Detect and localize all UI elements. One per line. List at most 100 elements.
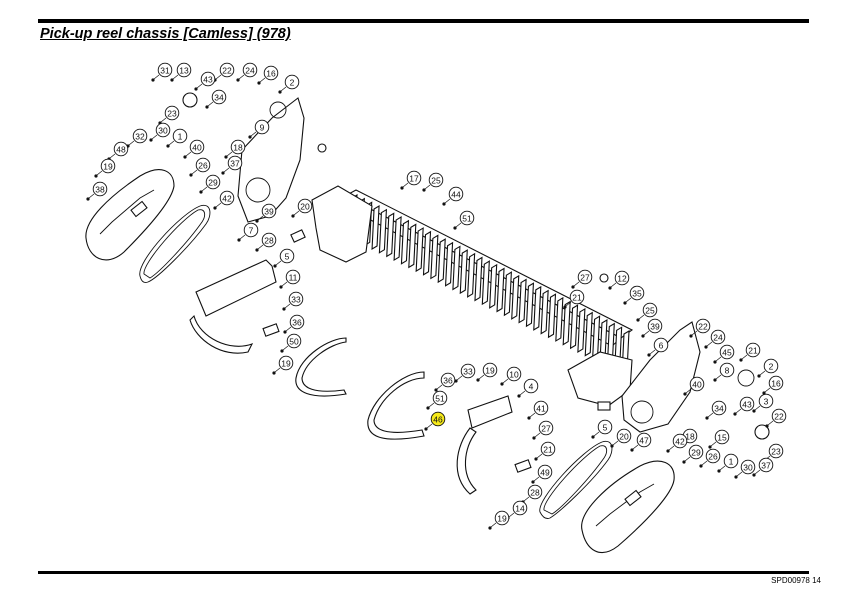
callout-circle [723,453,739,469]
callout: 25 [428,172,444,188]
leader-line [226,151,233,157]
fastener-dot [713,360,717,364]
callout-number: 44 [451,190,461,200]
leader-line [428,402,435,408]
fastener-dot [205,105,209,109]
fastener-dot [255,219,259,223]
fastener-dot [273,264,277,268]
callout-circle [647,318,663,334]
callout: 39 [261,203,277,219]
callout-number: 41 [536,404,546,414]
leader-line [719,465,726,471]
callout: 1 [723,453,739,469]
callout-circle [219,190,235,206]
callout-number: 26 [708,452,718,462]
left-shield-plate [189,259,277,354]
callout-number: 15 [717,433,727,443]
fastener-dot [424,427,428,431]
callout-circle [155,122,171,138]
callout: 13 [176,62,192,78]
callout-number: 5 [285,252,290,262]
callout-number: 34 [214,93,224,103]
callout: 51 [459,210,475,226]
callout-circle [705,448,721,464]
callout-circle [597,419,613,435]
leader-line [643,330,650,336]
fastener-dot [682,460,686,464]
leader-line [754,405,761,411]
cap-12 [599,273,609,283]
fastener-dot [194,87,198,91]
callout-circle [219,62,235,78]
leader-line [519,390,526,396]
callout-number: 33 [463,367,473,377]
reel-tine [393,216,402,262]
fastener-dot [272,371,276,375]
callout-number: 3 [764,397,769,407]
callout: 25 [642,302,658,318]
callout: 12 [614,270,630,286]
leader-line [185,151,192,157]
top-rule [38,19,809,23]
leader-line [710,441,717,447]
bottom-rule [38,571,809,574]
right-belt-guard [581,460,675,553]
callout-circle [577,269,593,285]
fastener-dot [666,449,670,453]
leader-lines [86,74,774,530]
callout: 21 [569,289,585,305]
callout-circle [494,510,510,526]
callout-circle [157,62,173,78]
leader-line [478,374,485,380]
callout: 36 [289,314,305,330]
leader-line [223,167,230,173]
callout-number: 20 [300,202,310,212]
callout: 22 [771,408,787,424]
leader-line [282,345,289,351]
leader-line [160,117,167,123]
leader-line [436,384,443,390]
callout-number: 1 [729,457,734,467]
callout-number: 23 [771,447,781,457]
reel-tine [533,285,542,331]
left-drive-belt [139,204,211,283]
fastener-dot [199,190,203,194]
callout-number: 43 [742,400,752,410]
callout-circle [289,314,305,330]
fastener-dot [704,345,708,349]
left-scraper-strip [295,337,347,397]
callout-circle [719,362,735,378]
callout-circle [172,128,188,144]
leader-line [280,86,287,92]
callout: 33 [288,291,304,307]
callout: 8 [719,362,735,378]
callout-circle [440,372,456,388]
callout: 37 [758,457,774,473]
callout: 43 [200,71,216,87]
leader-line [691,330,698,336]
callout: 39 [647,318,663,334]
callout: 38 [92,181,108,197]
fastener-dot [713,378,717,382]
callout-circle [286,333,302,349]
callout-circle [205,174,221,190]
fastener-dot [400,186,404,190]
callout: 2 [763,358,779,374]
leader-line [685,388,692,394]
callout: 3 [758,393,774,409]
leader-line [767,420,774,426]
leader-line [239,234,246,240]
leader-line [151,134,158,140]
callout-number: 40 [192,143,202,153]
callout: 42 [219,190,235,206]
callout-circle [540,441,556,457]
callout-number: 32 [135,132,145,142]
fastener-dot [571,285,575,289]
fastener-dot [237,238,241,242]
reel-tine [474,256,483,302]
fastener-dot [151,78,155,82]
callout: 1 [172,128,188,144]
fastener-dot [426,406,430,410]
fastener-dot [453,226,457,230]
callout: 48 [113,141,129,157]
